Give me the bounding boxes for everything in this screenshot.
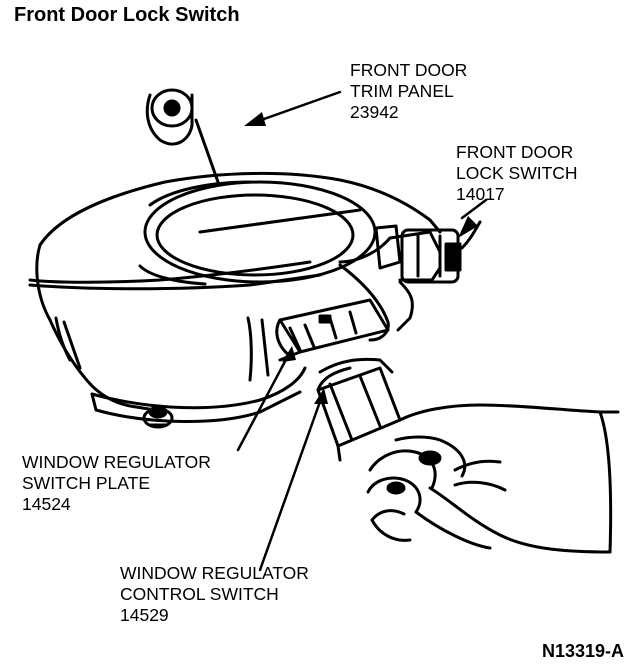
trim-panel-shell — [28, 171, 442, 423]
switch-plate-line1: WINDOW REGULATOR — [22, 452, 211, 472]
trim-panel-line2: TRIM PANEL — [350, 81, 454, 101]
callout-trim-panel: FRONT DOOR TRIM PANEL 23942 — [350, 60, 467, 123]
callout-lock-switch: FRONT DOOR LOCK SWITCH 14017 — [456, 142, 578, 205]
arrow-heads — [244, 112, 478, 404]
switch-plate — [275, 298, 390, 362]
hand — [366, 403, 620, 554]
trim-panel-number: 23942 — [350, 102, 399, 122]
handle-post — [145, 88, 220, 184]
figure-id: N13319-A — [541, 641, 624, 661]
leader-lines — [236, 90, 488, 572]
control-switch-line1: WINDOW REGULATOR — [120, 563, 309, 583]
control-switch — [316, 357, 402, 462]
switch-plate-line2: SWITCH PLATE — [22, 473, 151, 493]
control-switch-number: 14529 — [120, 605, 169, 625]
bottom-bolt — [142, 405, 174, 429]
callout-switch-plate: WINDOW REGULATOR SWITCH PLATE 14524 — [22, 452, 211, 515]
lock-switch-line2: LOCK SWITCH — [456, 163, 578, 183]
switch-plate-number: 14524 — [22, 494, 71, 514]
lock-switch-number: 14017 — [456, 184, 505, 204]
lock-switch-line1: FRONT DOOR — [456, 142, 574, 162]
control-switch-line2: CONTROL SWITCH — [120, 584, 279, 604]
trim-panel-line1: FRONT DOOR — [350, 60, 468, 80]
diagram-title: Front Door Lock Switch — [14, 4, 240, 26]
callout-control-switch: WINDOW REGULATOR CONTROL SWITCH 14529 — [120, 563, 309, 626]
lock-switch-housing — [338, 220, 482, 342]
